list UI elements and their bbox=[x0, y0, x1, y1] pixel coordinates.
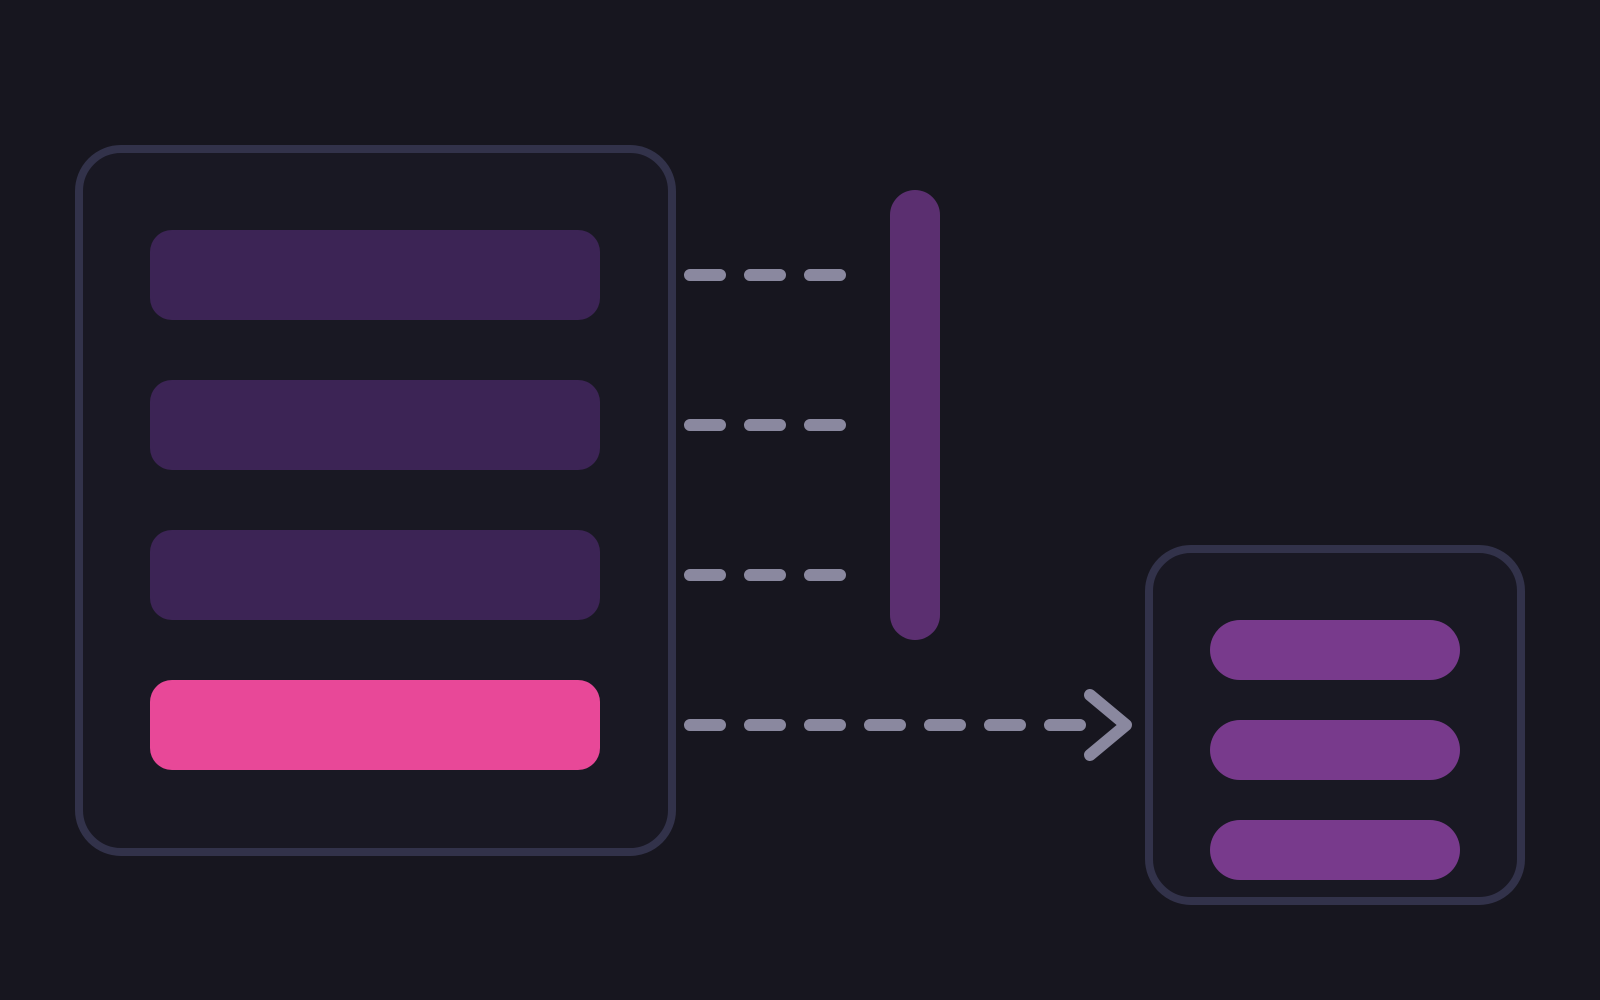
target-row-1 bbox=[1210, 620, 1460, 680]
connectors bbox=[684, 269, 1132, 761]
source-row-2 bbox=[150, 380, 600, 470]
source-row-highlighted bbox=[150, 680, 600, 770]
source-row-1 bbox=[150, 230, 600, 320]
target-row-3 bbox=[1210, 820, 1460, 880]
arrow-head-icon bbox=[1084, 689, 1132, 761]
source-panel bbox=[75, 145, 676, 856]
divider-bar bbox=[890, 190, 940, 640]
target-row-2 bbox=[1210, 720, 1460, 780]
target-panel bbox=[1145, 545, 1525, 905]
source-row-3 bbox=[150, 530, 600, 620]
source-panel-frame bbox=[75, 145, 676, 856]
